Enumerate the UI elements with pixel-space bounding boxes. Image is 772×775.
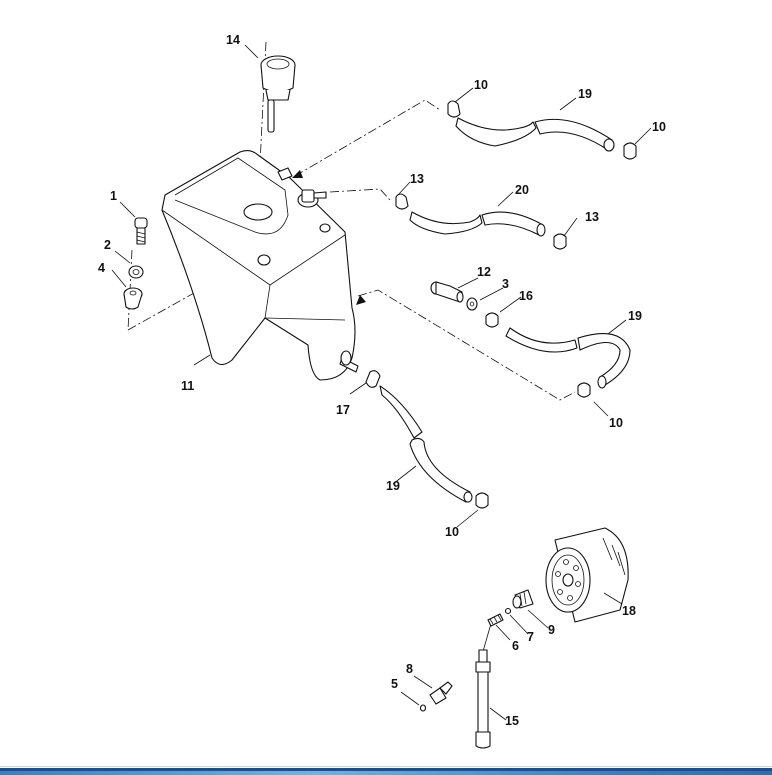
callout-19-top: 19	[578, 87, 592, 101]
callout-10-right: 10	[609, 416, 623, 430]
window-bottom-border	[0, 766, 772, 775]
callout-19-drain: 19	[386, 479, 400, 493]
oil-tank	[161, 149, 359, 381]
callout-13-right: 13	[585, 210, 599, 224]
callout-11: 11	[181, 379, 194, 393]
callout-5: 5	[391, 677, 398, 691]
assembly-line-hose-middle	[329, 188, 391, 201]
middle-hose-assembly	[395, 193, 567, 250]
arrow-lower	[356, 295, 366, 305]
callout-19-right: 19	[628, 309, 642, 323]
mount-hardware	[123, 217, 148, 310]
callout-6: 6	[512, 639, 519, 653]
assembly-line-filler-cap	[257, 41, 267, 206]
callout-10-top-right: 10	[652, 120, 666, 134]
callout-8: 8	[406, 662, 413, 676]
arrow-top	[292, 170, 303, 178]
callout-10-top-left: 10	[474, 78, 488, 92]
callout-2: 2	[104, 238, 111, 252]
callout-3: 3	[502, 277, 509, 291]
callout-15: 15	[505, 714, 519, 728]
assembly-line-hose-top	[294, 99, 441, 177]
assembly-line-hose-lower	[357, 289, 576, 401]
callout-18: 18	[622, 604, 636, 618]
callout-13-left: 13	[410, 172, 424, 186]
callout-7: 7	[527, 630, 534, 644]
oil-filter-assembly	[487, 527, 629, 627]
callouts: 14 1 2 4 11 10 19 10 13 20 13 12 3 16 19…	[98, 33, 666, 728]
upper-hose-assembly	[447, 100, 637, 160]
filler-cap-dipstick	[260, 55, 296, 133]
callout-1: 1	[110, 189, 117, 203]
leader-lines	[111, 44, 652, 721]
callout-10-drain: 10	[445, 525, 459, 539]
lower-hose-assembly	[430, 281, 631, 398]
border-light-stripe	[0, 771, 772, 775]
border-highlight	[0, 766, 772, 767]
callout-4: 4	[98, 261, 105, 275]
oil-line-assembly	[419, 649, 491, 749]
callout-12: 12	[477, 265, 491, 279]
border-dark-stripe	[0, 768, 772, 771]
drain-hose-assembly	[365, 370, 489, 509]
callout-9: 9	[548, 623, 555, 637]
callout-14: 14	[226, 33, 240, 47]
callout-16: 16	[519, 289, 533, 303]
callout-17: 17	[336, 403, 350, 417]
callout-20: 20	[515, 183, 529, 197]
